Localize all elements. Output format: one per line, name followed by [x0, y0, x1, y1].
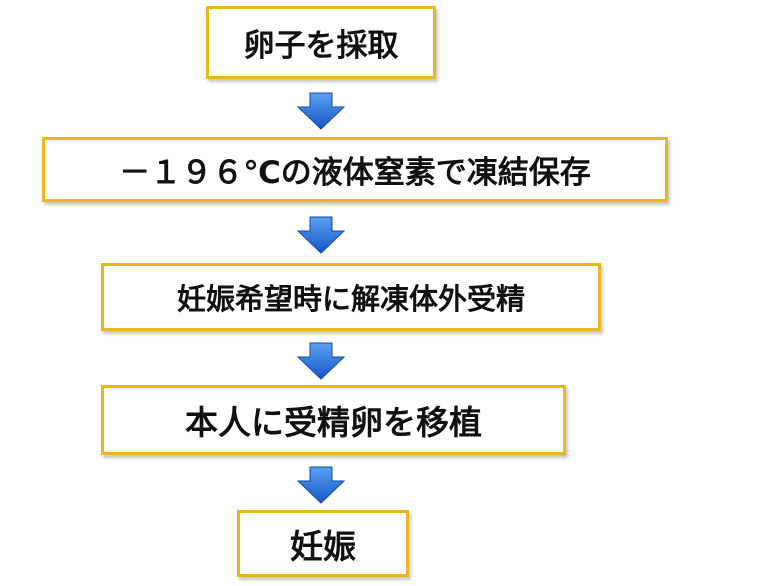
step-label: 妊娠希望時に解凍体外受精 [176, 282, 525, 316]
step-pregnancy: 妊娠 [237, 510, 409, 577]
step-embryo-transfer: 本人に受精卵を移植 [101, 385, 566, 455]
down-arrow-icon [296, 466, 346, 504]
step-thaw-ivf: 妊娠希望時に解凍体外受精 [101, 263, 601, 331]
down-arrow-icon [296, 92, 346, 130]
step-egg-retrieval: 卵子を採取 [206, 6, 436, 79]
step-label: 本人に受精卵を移植 [185, 403, 482, 442]
step-label: －１９６℃の液体窒素で凍結保存 [119, 155, 591, 191]
down-arrow-icon [296, 342, 346, 380]
step-cryopreservation: －１９６℃の液体窒素で凍結保存 [42, 137, 668, 202]
down-arrow-icon [296, 216, 346, 254]
step-label: 妊娠 [290, 526, 356, 566]
step-label: 卵子を採取 [243, 28, 399, 64]
